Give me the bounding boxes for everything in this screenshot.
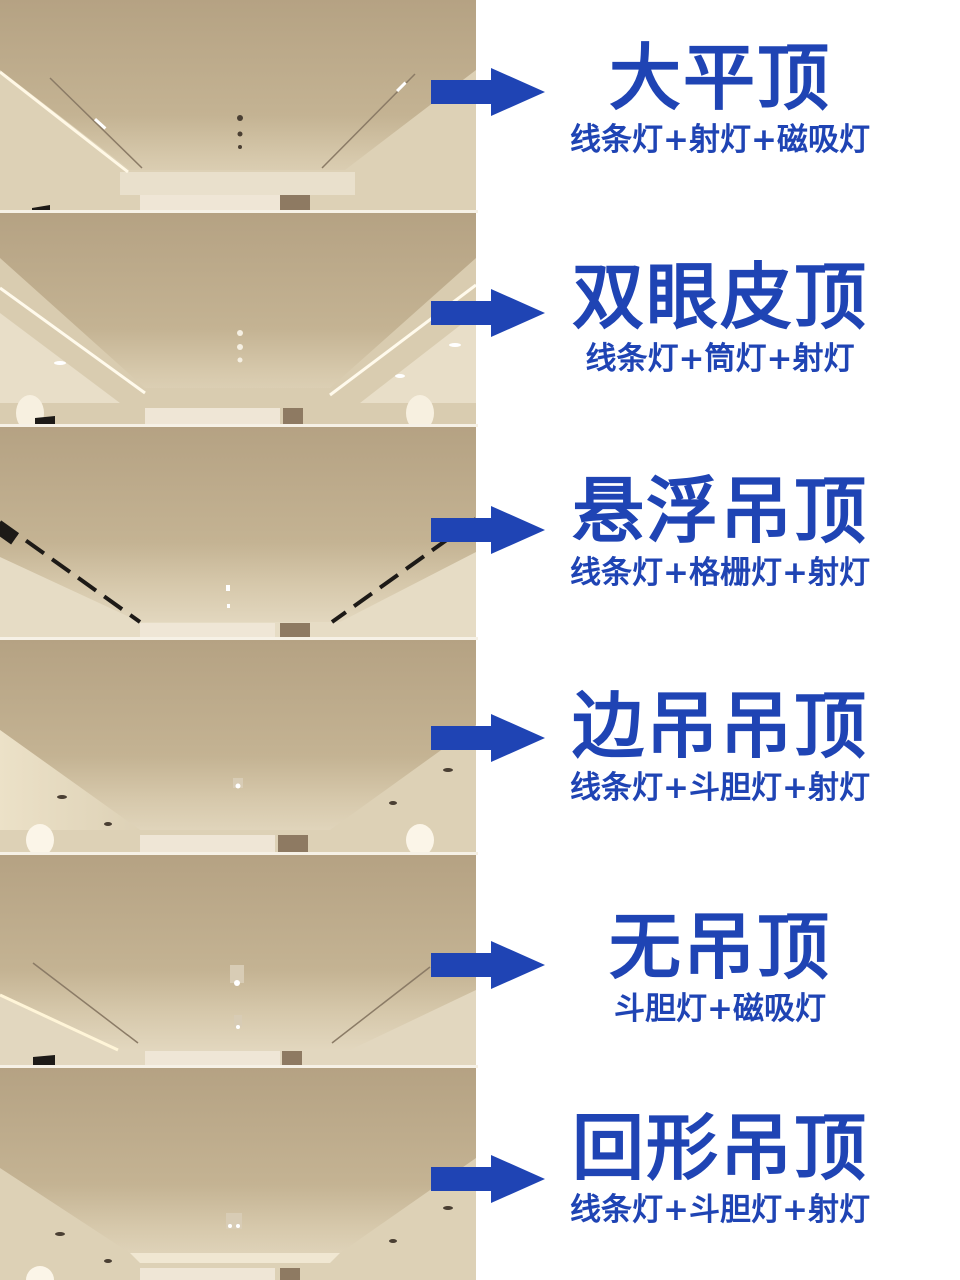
- ceiling-row-no-drop: 无吊顶 斗胆灯+磁吸灯: [0, 855, 960, 1068]
- ceiling-row-double-eyelid: 双眼皮顶 线条灯+筒灯+射灯: [0, 213, 960, 427]
- right-arrow-icon: [431, 289, 545, 337]
- lighting-combo-subtitle: 线条灯+斗胆灯+射灯: [570, 770, 870, 806]
- ceiling-row-side-drop: 边吊吊顶 线条灯+斗胆灯+射灯: [0, 640, 960, 855]
- double-eyelid-ceiling-photo: [0, 213, 476, 424]
- right-arrow-icon: [431, 714, 545, 762]
- lighting-combo-subtitle: 斗胆灯+磁吸灯: [614, 991, 826, 1027]
- ceiling-type-title: 边吊吊顶: [571, 684, 868, 768]
- right-arrow-icon: [431, 68, 545, 116]
- ceiling-type-title: 大平顶: [608, 36, 831, 120]
- ceiling-row-flat: 大平顶 线条灯+射灯+磁吸灯: [0, 0, 960, 213]
- photo-divider: [0, 1065, 478, 1068]
- floating-ceiling-photo: [0, 427, 476, 637]
- lighting-combo-subtitle: 线条灯+射灯+磁吸灯: [570, 122, 870, 158]
- lighting-combo-subtitle: 线条灯+筒灯+射灯: [585, 341, 855, 377]
- photo-divider: [0, 424, 478, 427]
- ceiling-type-title: 无吊顶: [608, 905, 831, 989]
- flat-ceiling-photo: [0, 0, 476, 210]
- right-arrow-icon: [431, 1155, 545, 1203]
- ceiling-type-title: 双眼皮顶: [571, 255, 868, 339]
- ceiling-type-title: 回形吊顶: [571, 1106, 868, 1190]
- lighting-combo-subtitle: 线条灯+斗胆灯+射灯: [570, 1192, 870, 1228]
- ceiling-type-title: 悬浮吊顶: [571, 469, 868, 553]
- right-arrow-icon: [431, 506, 545, 554]
- loop-ceiling-photo: [0, 1068, 476, 1280]
- photo-divider: [0, 852, 478, 855]
- right-arrow-icon: [431, 941, 545, 989]
- no-drop-ceiling-photo: [0, 855, 476, 1065]
- ceiling-row-floating: 悬浮吊顶 线条灯+格栅灯+射灯: [0, 427, 960, 640]
- side-drop-ceiling-photo: [0, 640, 476, 852]
- photo-divider: [0, 210, 478, 213]
- photo-divider: [0, 637, 478, 640]
- lighting-combo-subtitle: 线条灯+格栅灯+射灯: [570, 555, 870, 591]
- ceiling-row-loop: 回形吊顶 线条灯+斗胆灯+射灯: [0, 1068, 960, 1280]
